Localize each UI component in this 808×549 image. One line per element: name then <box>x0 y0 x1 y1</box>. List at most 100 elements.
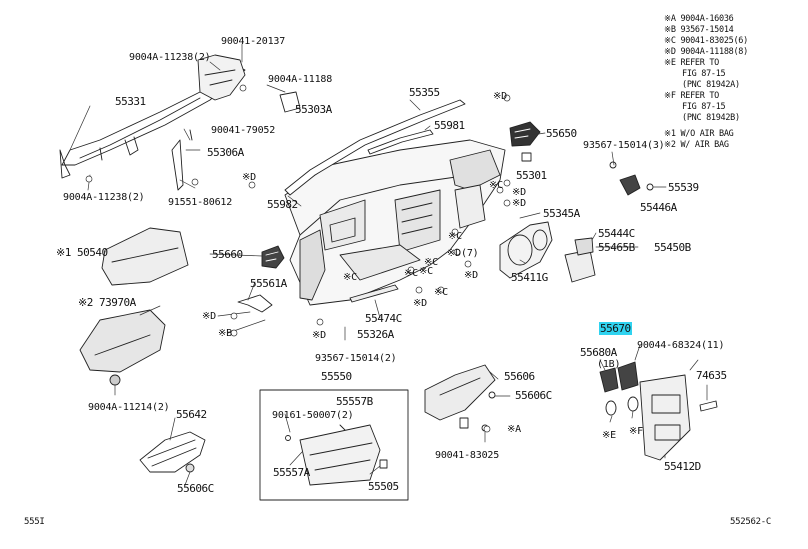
box-55450B <box>564 237 596 283</box>
part-55642 <box>139 431 206 473</box>
label-note-a: ※A <box>507 424 521 435</box>
note-e-fig: FIG 87-15 <box>682 69 726 79</box>
label-55660[interactable]: 55660 <box>212 248 243 261</box>
label-55303A[interactable]: 55303A <box>295 103 332 116</box>
label-55465B[interactable]: 55465B <box>598 241 635 254</box>
label-74635[interactable]: 74635 <box>696 369 727 382</box>
label-note-d-55561: ※D <box>202 311 216 322</box>
note-c: ※C 90041-83025(6) <box>664 36 748 46</box>
label-55557A[interactable]: 55557A <box>273 466 310 479</box>
leader-lines <box>69 43 708 486</box>
label-55981[interactable]: 55981 <box>434 119 465 132</box>
label-note-c-f: ※C <box>419 266 433 277</box>
note-2: ※2 W/ AIR BAG <box>664 140 729 150</box>
label-55670[interactable]: 55670 <box>599 322 632 335</box>
label-55606C-right[interactable]: 55606C <box>515 389 552 402</box>
label-55444C[interactable]: 55444C <box>598 227 635 240</box>
glovebox-frame <box>259 389 409 501</box>
label-55550[interactable]: 55550 <box>321 370 352 383</box>
cluster-55411G <box>499 221 553 279</box>
vent-55650 <box>509 121 541 147</box>
label-55982[interactable]: 55982 <box>267 198 298 211</box>
part-55539 <box>646 183 654 191</box>
label-note-d-c: ※D <box>512 187 526 198</box>
label-90161-50007-2[interactable]: 90161-50007(2) <box>272 410 354 421</box>
label-90041-79052[interactable]: 90041-79052 <box>211 125 276 136</box>
label-note-d7: ※D(7) <box>447 248 479 259</box>
label-note-d-g: ※D <box>464 270 478 281</box>
label-73970A[interactable]: ※2 73970A <box>78 296 136 309</box>
note-d: ※D 9004A-11188(8) <box>664 47 748 57</box>
label-55680A[interactable]: 55680A <box>580 346 617 359</box>
note-f: ※F REFER TO <box>664 91 719 101</box>
label-90041-83025[interactable]: 90041-83025 <box>435 450 500 461</box>
label-90041-20137[interactable]: 90041-20137 <box>221 36 286 47</box>
label-note-d-e: ※D <box>312 330 326 341</box>
label-note-d-d: ※D <box>512 198 526 209</box>
glovebox-55550 <box>285 424 388 486</box>
label-55331[interactable]: 55331 <box>115 95 146 108</box>
label-55345A[interactable]: 55345A <box>543 207 580 220</box>
label-50540[interactable]: ※1 50540 <box>56 246 108 259</box>
label-55446A[interactable]: 55446A <box>640 201 677 214</box>
label-90044-68324-11[interactable]: 90044-68324(11) <box>637 340 725 351</box>
label-93567-15014-3[interactable]: 93567-15014(3) <box>583 140 665 151</box>
label-55557B[interactable]: 55557B <box>336 395 373 408</box>
label-note-d-a: ※D <box>493 91 507 102</box>
note-1: ※1 W/O AIR BAG <box>664 129 734 139</box>
label-1b: (1B) <box>597 359 621 370</box>
label-note-d-b: ※D <box>242 172 256 183</box>
label-note-c-c: ※C <box>434 287 448 298</box>
clip-55301 <box>521 152 532 162</box>
dash-panel <box>284 139 506 306</box>
label-note-c-g: ※C <box>343 272 357 283</box>
label-55505[interactable]: 55505 <box>368 480 399 493</box>
strip-55981 <box>367 129 434 155</box>
label-9004A-11238-bottom[interactable]: 9004A-11238(2) <box>63 192 145 203</box>
fastener-markers <box>85 84 511 433</box>
label-9004A-11214-2[interactable]: 9004A-11214(2) <box>88 402 170 413</box>
label-55650[interactable]: 55650 <box>546 127 577 140</box>
label-55306A[interactable]: 55306A <box>207 146 244 159</box>
strip-55982 <box>284 99 466 196</box>
label-note-c-e: ※C <box>404 268 418 279</box>
bezel-55412D <box>599 361 718 461</box>
label-91551-80612[interactable]: 91551-80612 <box>168 197 233 208</box>
lid-50540 <box>101 227 189 286</box>
part-55606 <box>424 364 496 432</box>
footer-right: 552562-C <box>730 517 771 527</box>
label-55412D[interactable]: 55412D <box>664 460 701 473</box>
label-55539[interactable]: 55539 <box>668 181 699 194</box>
vent-55660 <box>261 245 285 269</box>
clip-93567 <box>609 161 617 169</box>
label-note-f: ※F <box>629 426 643 437</box>
label-note-c-a: ※C <box>424 257 438 268</box>
label-55450B[interactable]: 55450B <box>654 241 691 254</box>
note-b: ※B 93567-15014 <box>664 25 734 35</box>
label-55326A[interactable]: 55326A <box>357 328 394 341</box>
label-55606[interactable]: 55606 <box>504 370 535 383</box>
reinforcement-beam <box>59 54 301 191</box>
label-55411G[interactable]: 55411G <box>511 271 548 284</box>
label-note-e: ※E <box>602 430 616 441</box>
label-93567-15014-2[interactable]: 93567-15014(2) <box>315 353 397 364</box>
label-55561A[interactable]: 55561A <box>250 277 287 290</box>
label-55670-highlight[interactable]: 55670 <box>599 322 632 335</box>
label-note-c-d: ※C <box>489 180 503 191</box>
label-55474C[interactable]: 55474C <box>365 312 402 325</box>
note-e-pnc: (PNC 81942A) <box>682 80 740 90</box>
note-a: ※A 9004A-16036 <box>664 14 734 24</box>
label-note-c-b: ※C <box>448 231 462 242</box>
label-55606C-left[interactable]: 55606C <box>177 482 214 495</box>
label-55355[interactable]: 55355 <box>409 86 440 99</box>
footer-left: 555I <box>24 517 45 527</box>
label-note-b-55561: ※B <box>218 328 232 339</box>
label-9004A-11238-top[interactable]: 9004A-11238(2) <box>129 52 211 63</box>
label-55301[interactable]: 55301 <box>516 169 547 182</box>
label-9004A-11188[interactable]: 9004A-11188 <box>268 74 333 85</box>
part-55446A <box>619 174 641 196</box>
label-55642[interactable]: 55642 <box>176 408 207 421</box>
airbag-73970A <box>79 309 166 386</box>
